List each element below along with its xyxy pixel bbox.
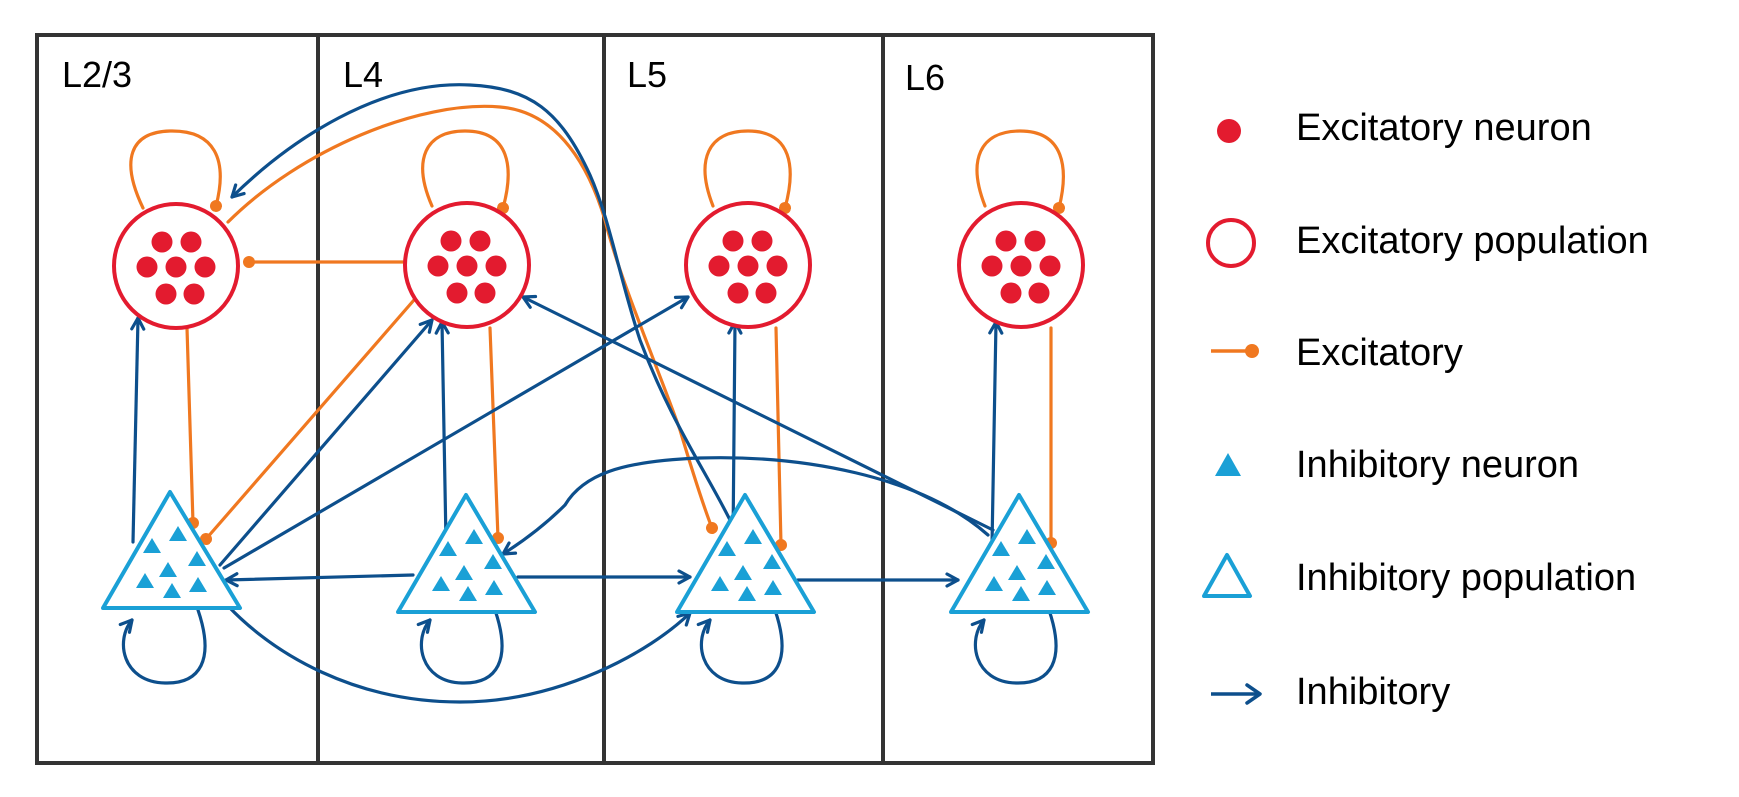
legend-label-inhibitory-neuron: Inhibitory neuron bbox=[1296, 444, 1579, 486]
legend-item-inhibitory-population: Inhibitory population bbox=[1202, 553, 1636, 599]
exc-l4-to-inh-l4 bbox=[488, 326, 504, 544]
inh-l6-to-exc-l6 bbox=[988, 320, 1004, 547]
inh-self-loop-l23 bbox=[118, 608, 207, 685]
exc-l4-to-inh-l23 bbox=[200, 298, 416, 545]
inhibitory-population-l5 bbox=[675, 493, 816, 614]
legend-item-inhibitory: Inhibitory bbox=[1211, 671, 1450, 713]
exc-l5-to-inh-l5 bbox=[774, 326, 787, 551]
legend-label-excitatory-neuron: Excitatory neuron bbox=[1296, 107, 1592, 149]
legend-label-excitatory: Excitatory bbox=[1296, 332, 1463, 374]
inh-l6-to-inh-l4 bbox=[501, 456, 990, 556]
inh-self-loop-l5 bbox=[696, 608, 784, 685]
legend-label-inhibitory: Inhibitory bbox=[1296, 671, 1450, 713]
excitatory-population-icon bbox=[1206, 218, 1256, 268]
layer-label-l5: L5 bbox=[627, 54, 667, 95]
inhibitory-connections bbox=[118, 83, 1058, 704]
layer-label-l4: L4 bbox=[343, 54, 383, 95]
inh-l5-to-exc-l23 bbox=[230, 83, 732, 522]
inhibitory-population-icon bbox=[1202, 553, 1252, 598]
inhibitory-connection-icon bbox=[1211, 683, 1262, 705]
legend-label-inhibitory-population: Inhibitory population bbox=[1296, 557, 1636, 599]
excitatory-population-l4 bbox=[403, 201, 531, 329]
inhibitory-population-l23 bbox=[101, 490, 242, 610]
exc-self-loop-l5 bbox=[703, 129, 792, 214]
legend-label-excitatory-population: Excitatory population bbox=[1296, 220, 1649, 262]
inh-l5-to-exc-l5 bbox=[727, 320, 743, 544]
layer-label-l6: L6 bbox=[905, 57, 945, 98]
layer-label-l23: L2/3 bbox=[62, 54, 132, 95]
inhibitory-population-l6 bbox=[949, 493, 1090, 614]
exc-self-loop-l4 bbox=[421, 129, 510, 214]
inh-self-loop-l4 bbox=[416, 608, 504, 685]
excitatory-neuron-icon bbox=[1217, 119, 1241, 143]
legend-item-inhibitory-neuron: Inhibitory neuron bbox=[1215, 444, 1579, 486]
inh-l23-to-exc-l23 bbox=[130, 316, 146, 544]
excitatory-population-l23 bbox=[112, 202, 240, 330]
inh-l23-to-inh-l5 bbox=[226, 604, 692, 704]
excitatory-population-l6 bbox=[957, 201, 1085, 329]
legend-item-excitatory: Excitatory bbox=[1211, 332, 1463, 374]
excitatory-connection-icon bbox=[1211, 344, 1259, 358]
exc-l23-to-inh-l23 bbox=[185, 326, 199, 529]
exc-self-loop-l6 bbox=[975, 129, 1065, 214]
inh-l4-to-inh-l23 bbox=[224, 572, 415, 588]
excitatory-connections bbox=[129, 104, 1065, 551]
inhibitory-population-l4 bbox=[396, 493, 537, 614]
legend-item-excitatory-population: Excitatory population bbox=[1206, 218, 1649, 268]
inhibitory-neuron-icon bbox=[1215, 453, 1241, 476]
legend: Excitatory neuron Excitatory population … bbox=[1202, 107, 1649, 713]
exc-self-loop-l23 bbox=[129, 129, 222, 212]
inh-l4-to-exc-l4 bbox=[434, 320, 450, 544]
legend-item-excitatory-neuron: Excitatory neuron bbox=[1217, 107, 1592, 149]
inh-self-loop-l6 bbox=[970, 608, 1058, 685]
inh-l23-to-exc-l4 bbox=[218, 318, 434, 567]
layer-frame bbox=[35, 33, 1155, 765]
excitatory-population-l5 bbox=[684, 201, 812, 329]
